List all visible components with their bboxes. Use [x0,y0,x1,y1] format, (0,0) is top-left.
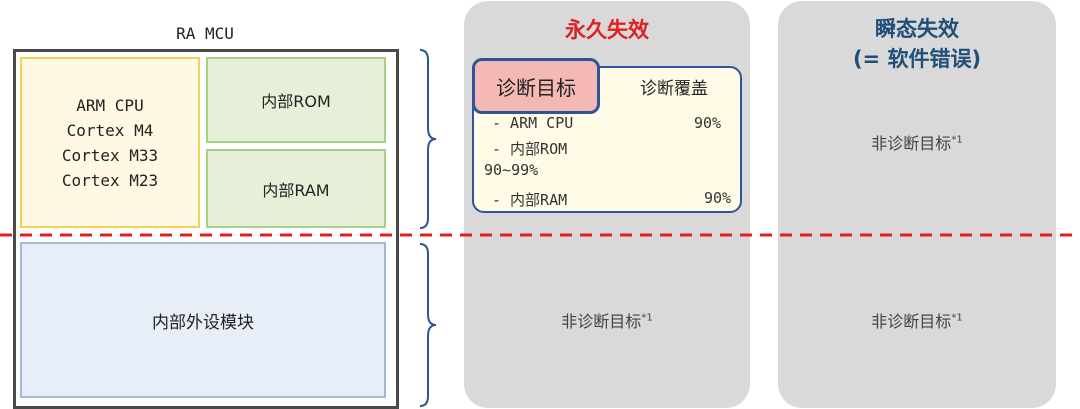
cpu-line: ARM CPU [76,95,144,115]
coverage-row-label: - 内部RAM [492,191,568,209]
coverage-row-value: 90~99% [484,161,539,179]
peripheral-label: 内部外设模块 [152,312,254,333]
coverage-header: 诊断覆盖 [640,79,708,99]
cpu-line: Cortex M23 [61,170,159,190]
cpu-block: ARM CPU Cortex M4 Cortex M33 Cortex M23 [20,57,200,228]
ram-block: 内部RAM [206,149,386,228]
coverage-row-value: 90% [694,114,722,132]
diagnostic-target-label: 诊断目标 [496,75,576,100]
transient-title-line2: (= 软件错误) [852,47,982,71]
rom-block: 内部ROM [206,57,386,143]
footnote-marker: *1 [951,134,963,146]
diagnostic-target-box [472,66,742,213]
divider-line [0,233,1080,237]
diagnostic-target-tag: 诊断目标 [472,58,600,114]
peripheral-block: 内部外设模块 [20,242,386,398]
lower-brace [419,243,437,407]
permanent-title: 永久失效 [565,18,649,42]
coverage-row-label: - 内部ROM [492,140,568,158]
cpu-line: Cortex M33 [61,145,159,165]
transient-failure-column [778,1,1056,408]
transient-title: 瞬态失效 (= 软件错误) [778,14,1056,74]
coverage-row-label: - ARM CPU [492,114,574,132]
transient-non-target-lower: 非诊断目标*1 [871,312,963,331]
rom-label: 内部ROM [261,92,331,111]
footnote-marker: *1 [641,312,653,324]
mcu-outline [13,49,399,409]
footnote-marker: *1 [951,312,963,324]
mcu-title: RA MCU [176,24,234,43]
transient-non-target-upper: 非诊断目标*1 [871,134,963,153]
transient-title-line1: 瞬态失效 [875,17,959,41]
ram-label: 内部RAM [262,180,330,200]
coverage-row-value: 90% [704,189,732,207]
permanent-non-target: 非诊断目标*1 [561,312,653,331]
cpu-line: Cortex M4 [66,120,154,140]
upper-brace [419,49,437,229]
